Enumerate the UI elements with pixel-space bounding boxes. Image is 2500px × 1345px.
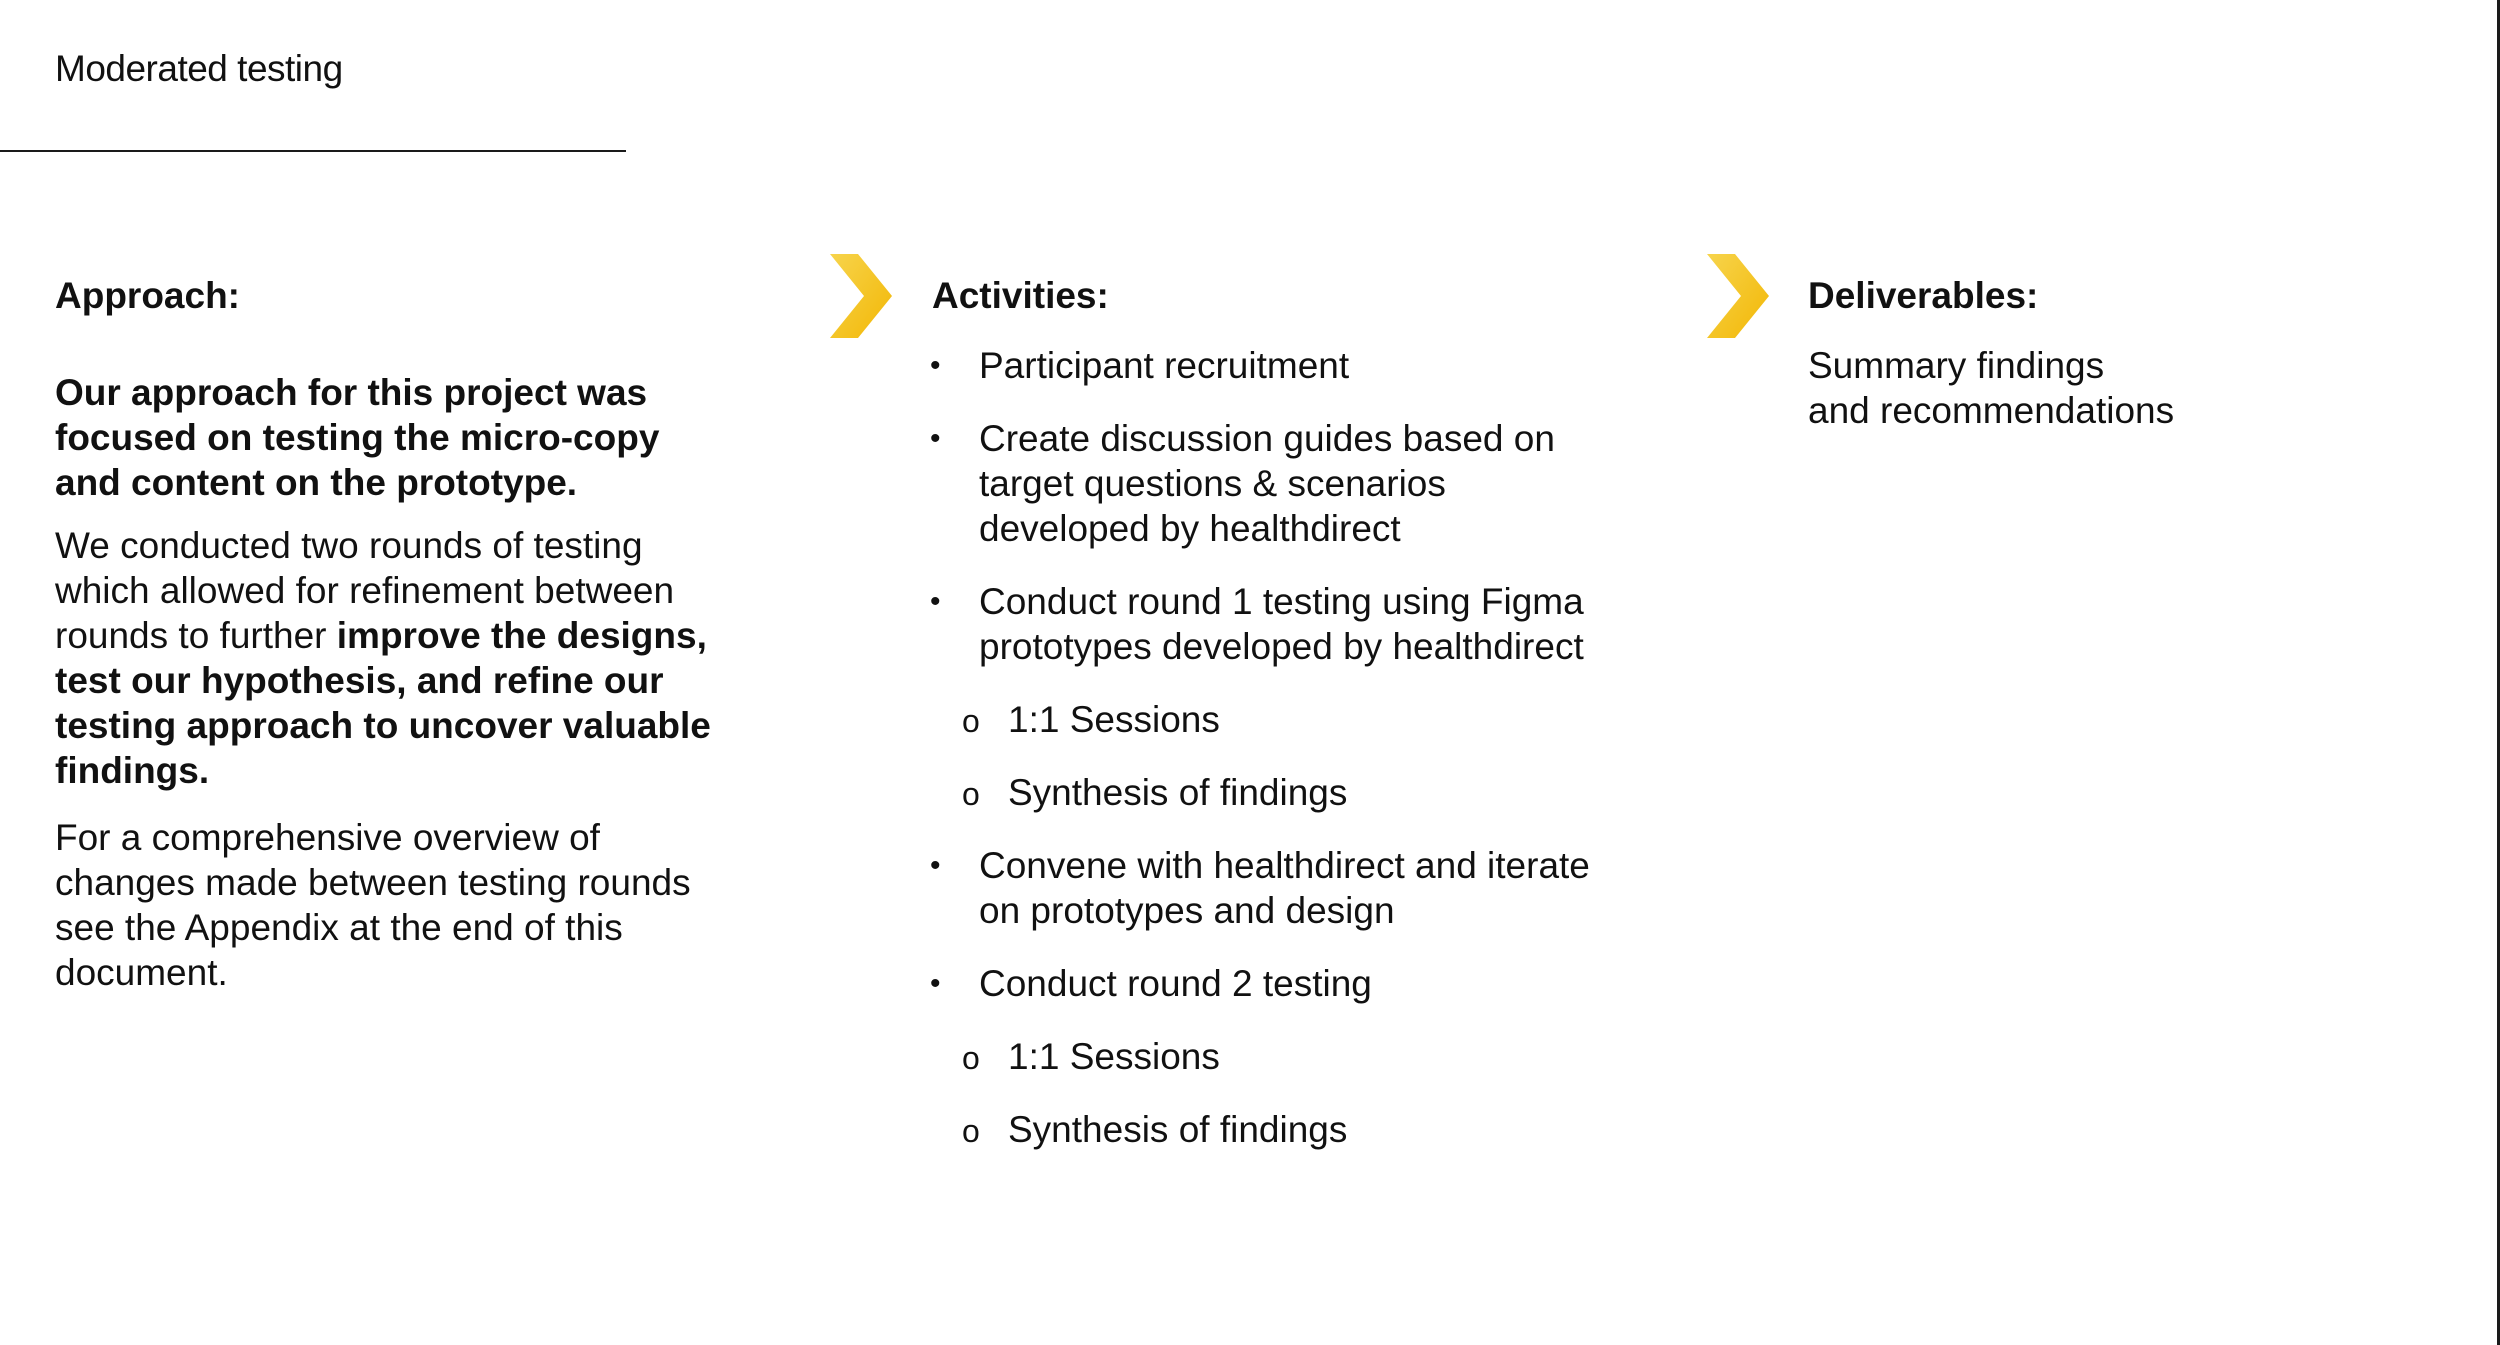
approach-section: Our approach for this project was focuse…	[55, 370, 735, 1017]
approach-paragraph-rounds: We conducted two rounds of testing which…	[55, 523, 735, 793]
activity-item: Participant recruitment	[930, 343, 1610, 388]
activities-heading: Activities:	[932, 275, 1109, 316]
activity-subitem: Synthesis of findings	[930, 770, 1610, 817]
chevron-right-icon	[830, 254, 892, 338]
activities-list: Participant recruitment Create discussio…	[930, 343, 1610, 1180]
chevron-right-icon	[1707, 254, 1769, 338]
deliverables-text: Summary findings and recommendations	[1808, 345, 2175, 431]
slide-title: Moderated testing	[55, 48, 343, 89]
approach-heading: Approach:	[55, 275, 240, 316]
approach-paragraph-rounds-text: We conducted two rounds of testing which…	[55, 525, 675, 656]
approach-paragraph-appendix: For a comprehensive overview of changes …	[55, 817, 691, 993]
activity-item: Conduct round 2 testing	[930, 961, 1610, 1006]
activity-subitem: 1:1 Sessions	[930, 697, 1610, 744]
title-underline	[0, 150, 626, 152]
approach-paragraph-rounds-emphasis: improve the designs, test our hypothesis…	[55, 615, 711, 791]
activity-item: Convene with healthdirect and iterate on…	[930, 843, 1610, 933]
approach-intro: Our approach for this project was focuse…	[55, 372, 660, 503]
slide-right-border	[2497, 0, 2500, 1345]
activity-subitem: 1:1 Sessions	[930, 1034, 1610, 1081]
activity-item: Conduct round 1 testing using Figma prot…	[930, 579, 1610, 669]
deliverables-heading: Deliverables:	[1808, 275, 2039, 316]
activity-subitem: Synthesis of findings	[930, 1107, 1610, 1154]
activity-item: Create discussion guides based on target…	[930, 416, 1610, 551]
